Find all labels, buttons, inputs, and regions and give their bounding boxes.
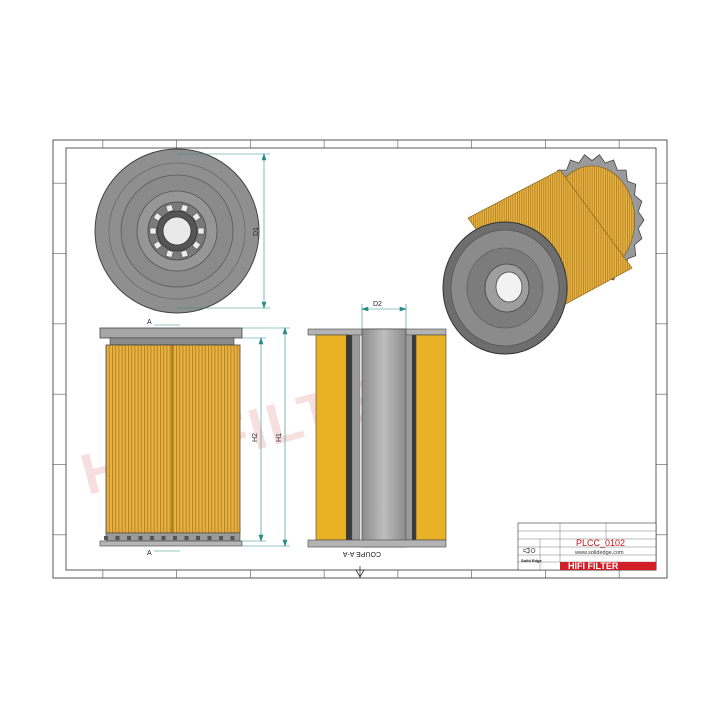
frame-ticks — [53, 140, 667, 578]
lug — [180, 204, 189, 213]
d1-dimension — [177, 153, 270, 309]
lug — [180, 249, 189, 258]
notch — [230, 536, 235, 540]
notch — [173, 536, 177, 540]
section-arrows — [154, 324, 180, 552]
notch — [115, 536, 120, 540]
lug — [153, 240, 163, 250]
lug — [191, 240, 201, 250]
section-mark-bottom: A — [147, 550, 152, 557]
h1-label: H1 — [276, 433, 283, 442]
notch — [138, 536, 143, 540]
brand-name: HIFI FILTER — [568, 561, 619, 571]
notch — [207, 536, 212, 540]
notch — [219, 536, 223, 540]
top-view — [94, 148, 260, 314]
website-text: www.solidedge.com — [574, 550, 624, 556]
d2-label: D2 — [373, 301, 382, 308]
lug — [191, 212, 201, 222]
part-code: PLCC_0102 — [576, 538, 625, 548]
section-view — [307, 328, 447, 548]
notch — [184, 536, 189, 540]
isometric-view — [442, 154, 645, 355]
height-dimensions — [242, 327, 290, 547]
lug-ring — [149, 204, 205, 258]
lug — [165, 204, 174, 213]
notch — [104, 536, 108, 540]
notch — [150, 536, 154, 540]
lug — [149, 227, 157, 235]
bottom-notches — [104, 536, 235, 540]
notch — [127, 536, 131, 540]
solid-edge-logo-text: Solid Edge — [521, 558, 542, 563]
h2-label: H2 — [252, 433, 259, 442]
section-mark-top: A — [147, 319, 152, 326]
notch — [196, 536, 200, 540]
centre-mark — [355, 566, 365, 578]
section-caption: COUPE A-A — [343, 550, 381, 557]
d2-dimension — [361, 304, 407, 330]
lug — [197, 227, 205, 235]
front-view — [99, 327, 243, 547]
lug — [153, 212, 163, 222]
notch — [161, 536, 166, 540]
lug — [165, 249, 174, 258]
first-angle-projection-icon — [522, 547, 536, 554]
title-block: Solid Edge PLCC_0102 www.solidedge.com H… — [517, 522, 657, 571]
d1-label: D1 — [253, 227, 260, 236]
